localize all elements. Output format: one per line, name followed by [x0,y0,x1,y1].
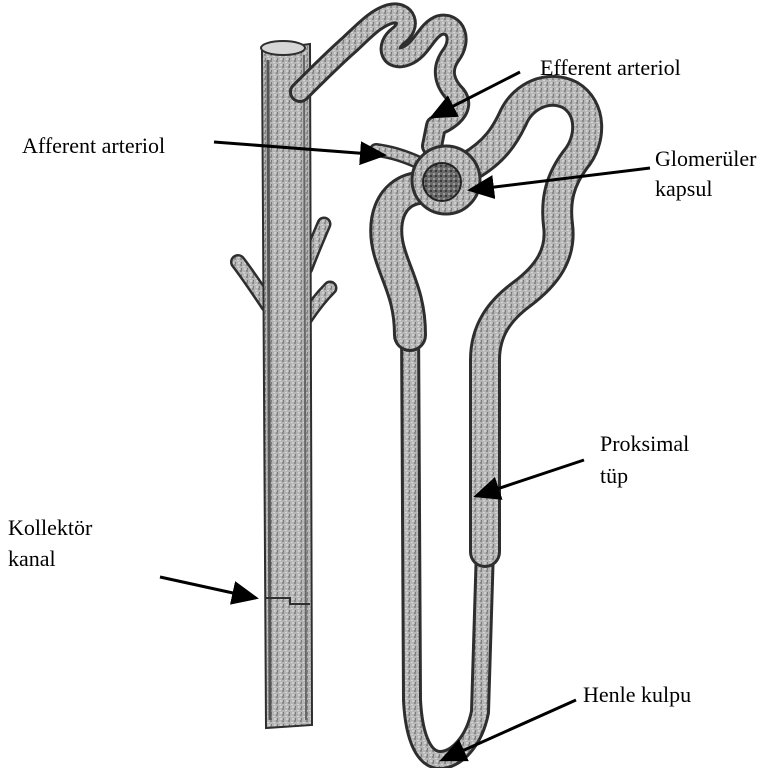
henle-arrow [442,700,576,760]
collecting-duct-opening [261,41,305,55]
label-proksimal-line1: Proksimal [600,431,689,456]
glomerulus [423,163,461,201]
efferent-arteriole [300,13,459,146]
label-glomeruler-line2: kapsul [655,176,712,201]
label-henle-kulpu: Henle kulpu [583,682,691,707]
label-afferent-arteriol: Afferent arteriol [22,133,165,158]
label-kollektor-line1: Kollektör [8,515,93,540]
collecting-duct-shadow [268,60,270,720]
label-proksimal-line2: tüp [600,463,628,488]
label-efferent-arteriol: Efferent arteriol [540,55,681,80]
label-kollektor-line2: kanal [8,546,56,571]
glomerular-capsule [412,146,480,214]
label-glomeruler-line1: Glomerüler [655,146,757,171]
kollektor-arrow [160,577,256,598]
